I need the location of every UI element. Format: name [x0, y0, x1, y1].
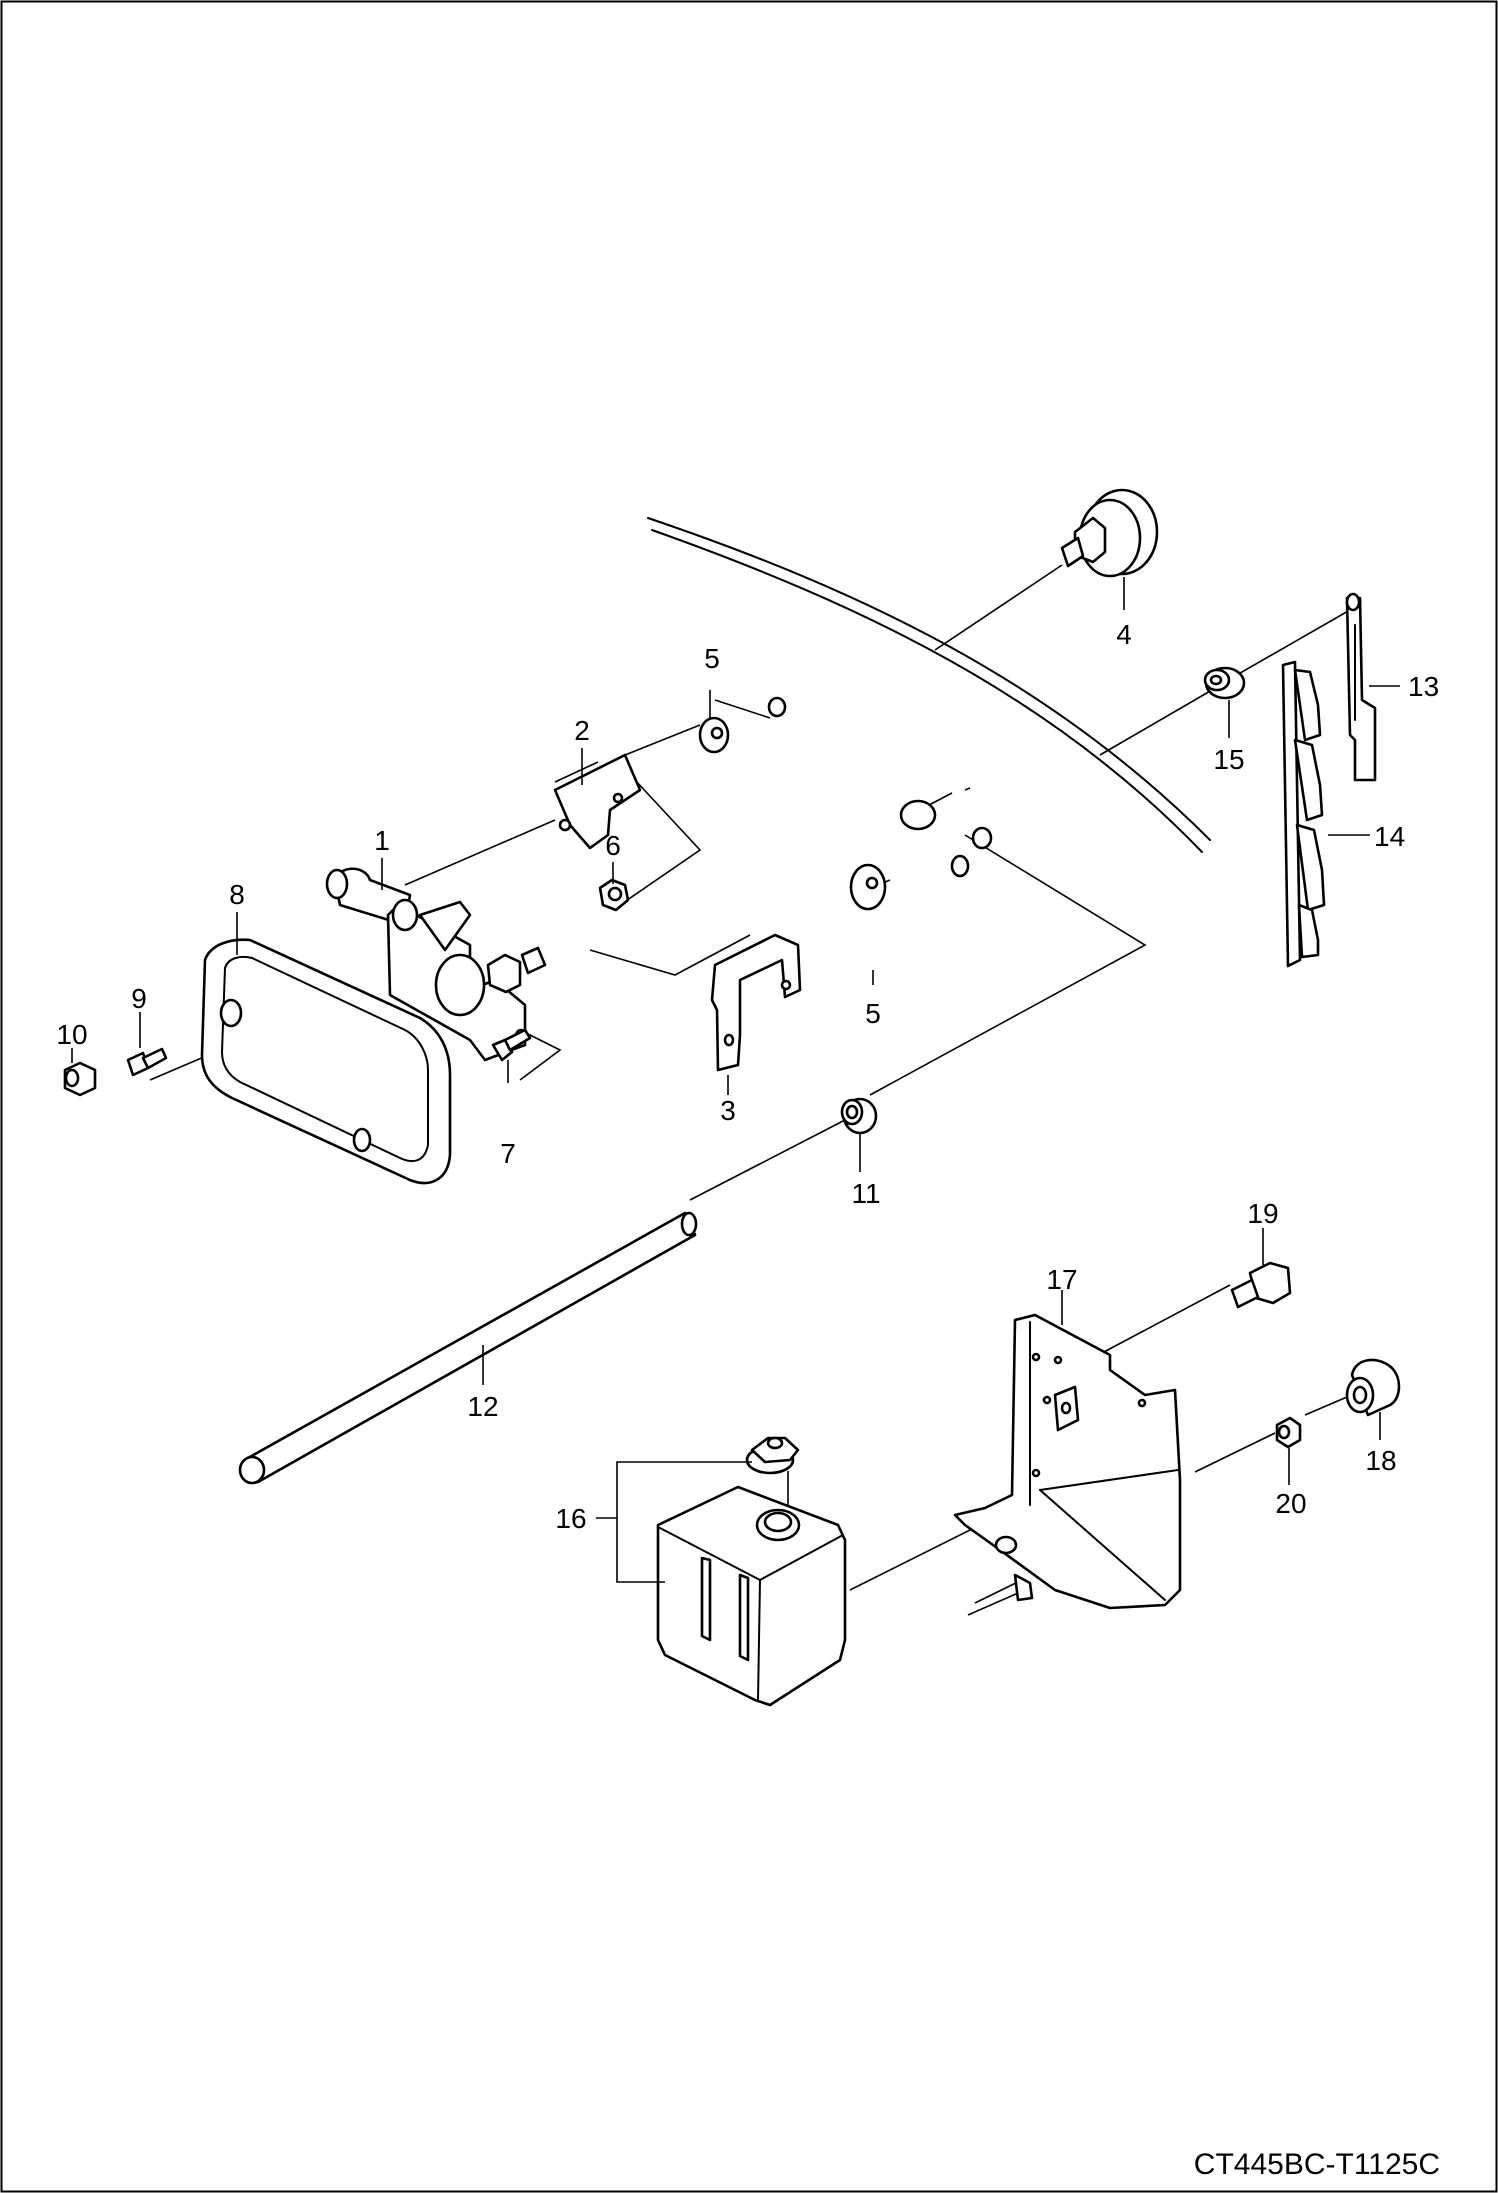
part-15-grommet	[1203, 666, 1246, 700]
drawing-id: CT445BC-T1125C	[1194, 2148, 1440, 2181]
part-5-washer-upper	[698, 696, 787, 754]
callout-18: 18	[1365, 1445, 1396, 1476]
callout-14: 14	[1374, 821, 1405, 852]
part-11-grommet	[840, 1097, 878, 1135]
assembly-lines	[149, 564, 1369, 1616]
callout-8: 8	[229, 879, 245, 910]
part-17-tank-bracket	[953, 1313, 1182, 1610]
part-20-nut	[1275, 1416, 1302, 1449]
callout-2: 2	[574, 715, 590, 746]
part-6-nut	[598, 878, 630, 912]
part-12-hose	[238, 1211, 698, 1485]
part-4-mount	[1060, 488, 1159, 578]
part-3-bracket	[710, 933, 802, 1072]
part-10-cap-nut	[63, 1061, 97, 1097]
part-7-bolt	[491, 1028, 532, 1062]
part-5-washer-lower	[849, 799, 993, 911]
callout-19: 19	[1247, 1198, 1278, 1229]
callout-17: 17	[1046, 1264, 1077, 1295]
callout-11: 11	[851, 1178, 880, 1209]
callout-4: 4	[1116, 619, 1132, 650]
part-13-wiper-arm	[1345, 592, 1377, 782]
callout-9: 9	[131, 983, 147, 1014]
callout-6: 6	[605, 830, 621, 861]
part-8-lamp	[200, 938, 452, 1185]
callout-3: 3	[720, 1095, 736, 1126]
cab-contour	[647, 517, 1211, 853]
part-1-wiper-motor	[325, 867, 547, 1062]
callout-leaders	[71, 577, 1400, 1583]
part-16-washer-tank	[656, 1436, 847, 1707]
callout-13: 13	[1408, 671, 1439, 702]
callout-10: 10	[56, 1019, 87, 1050]
part-18-cap	[1345, 1358, 1401, 1417]
part-14-wiper-blade	[1281, 660, 1326, 968]
callout-5-upper: 5	[704, 643, 720, 674]
part-19-bolt	[1230, 1261, 1292, 1309]
callout-labels: 4 5 2 1 6 8 9 10 7 5 3 11 12 13 14 15 19…	[56, 619, 1439, 1534]
callout-15: 15	[1213, 744, 1244, 775]
callout-7: 7	[500, 1138, 516, 1169]
part-9-screw	[126, 1047, 168, 1077]
callout-12: 12	[467, 1391, 498, 1422]
callout-5-lower: 5	[865, 998, 881, 1029]
callout-1: 1	[374, 825, 390, 856]
callout-20: 20	[1275, 1488, 1306, 1519]
callout-16: 16	[555, 1503, 586, 1534]
part-2-bracket	[553, 753, 642, 850]
